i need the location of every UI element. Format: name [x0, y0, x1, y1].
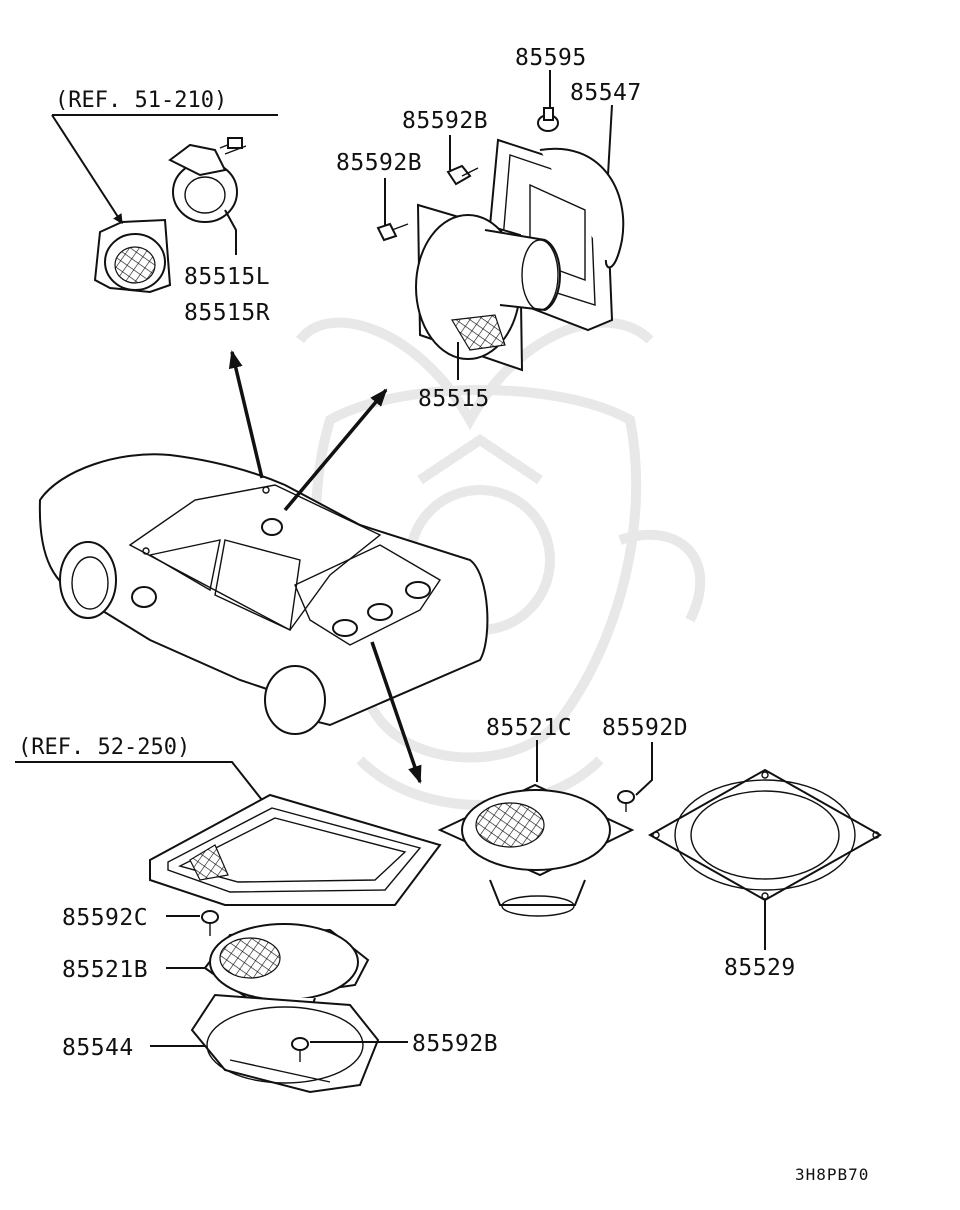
screw-85592C-icon: [201, 910, 219, 936]
arrow-to-deck-speakers: [370, 641, 422, 784]
part-85592C-label: 85592C: [62, 905, 148, 931]
part-85521C-label: 85521C: [486, 715, 572, 741]
ref-52-250-leader: [15, 761, 263, 801]
part-85595-label: 85595: [515, 45, 587, 71]
screw-85592D-icon: [617, 790, 635, 812]
gasket-85529-illustration: [647, 768, 883, 902]
screw-85592B-top-icon: [446, 164, 479, 186]
part-85547-leader: [607, 104, 613, 176]
screw-85592B-side-icon: [376, 222, 409, 242]
car-body-illustration: [38, 453, 489, 735]
part-85592D-leader: [635, 742, 653, 796]
part-85529-label: 85529: [724, 955, 796, 981]
part-85592D-label: 85592D: [602, 715, 688, 741]
part-85547-label: 85547: [570, 80, 642, 106]
ref-51-210-label: (REF. 51-210): [55, 88, 227, 113]
screw-85592B-bottom-icon: [291, 1037, 309, 1062]
part-85592B-bottom-label: 85592B: [412, 1031, 498, 1057]
part-85515LR-leader: [224, 209, 237, 255]
ref-51-210-leader: [51, 114, 123, 225]
part-85515R-label: 85515R: [184, 300, 270, 326]
part-85521B-label: 85521B: [62, 957, 148, 983]
bracket-85544-illustration: [190, 993, 380, 1094]
tweeter-assembly-illustration: [93, 137, 247, 294]
part-85544-label: 85544: [62, 1035, 134, 1061]
part-85515L-label: 85515L: [184, 264, 270, 290]
speaker-85521C-illustration: [437, 783, 635, 917]
diagram-code: 3H8PB70: [795, 1165, 869, 1184]
speaker-85521B-illustration: [203, 923, 370, 1025]
part-85592B-top2-label: 85592B: [336, 150, 422, 176]
part-85592B-top1-label: 85592B: [402, 108, 488, 134]
screw-85595-icon: [537, 107, 559, 132]
arrow-to-rear-speaker: [283, 388, 388, 512]
rear-deck-grille-illustration: [149, 793, 442, 906]
ref-52-250-label: (REF. 52-250): [18, 735, 190, 760]
part-85515-label: 85515: [418, 386, 490, 412]
rear-speaker-bracket-illustration: [415, 138, 625, 372]
arrow-to-tweeter: [228, 350, 264, 479]
